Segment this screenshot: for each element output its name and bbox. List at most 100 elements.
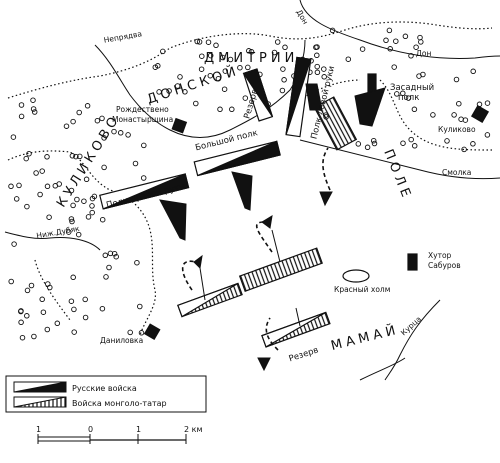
tree-symbol	[213, 42, 219, 49]
tree-symbol	[68, 216, 75, 222]
tree-symbol	[470, 141, 476, 147]
tree-symbol	[321, 66, 327, 72]
tree-symbol	[484, 132, 491, 138]
mongol-unit-left	[177, 282, 243, 318]
tree-symbol	[84, 103, 91, 109]
tree-symbol	[11, 241, 17, 247]
tree-symbol	[413, 44, 419, 50]
tree-symbol	[444, 138, 450, 144]
scale-tick-1: 1	[36, 425, 41, 434]
tree-symbol	[484, 100, 491, 106]
tree-symbol	[65, 229, 72, 235]
tree-symbol	[456, 100, 462, 107]
label-kurtsa: Курца	[399, 314, 423, 337]
tree-symbol	[39, 296, 45, 303]
tree-symbol	[246, 48, 252, 54]
tree-symbol	[18, 319, 24, 326]
tree-symbol	[160, 48, 166, 55]
tree-symbol	[138, 330, 145, 336]
tree-symbol	[45, 281, 51, 287]
tree-symbol	[18, 113, 25, 120]
tree-symbol	[111, 128, 117, 135]
danilovka-marker	[143, 323, 161, 341]
tree-symbol	[73, 153, 79, 160]
label-zasadny-2: полк	[398, 93, 419, 103]
tree-symbol	[420, 71, 426, 78]
tree-symbol	[24, 203, 30, 210]
legend-mongol-label: Войска монголо-татар	[72, 399, 167, 408]
tree-symbol	[198, 66, 205, 72]
tree-symbol	[125, 132, 131, 138]
label-don-upper: Дон	[295, 8, 311, 26]
tree-symbol	[44, 326, 51, 333]
russian-units	[99, 56, 490, 341]
unit-bolshoy-polk	[193, 140, 281, 177]
tree-symbol	[199, 53, 205, 59]
tree-symbol	[39, 168, 45, 174]
tree-symbol	[370, 137, 377, 144]
rozhdestveno-marker	[171, 117, 188, 134]
tree-symbol	[71, 329, 77, 335]
tree-symbol	[24, 287, 31, 294]
label-rozhdestveno: Рождествено	[116, 105, 169, 114]
tree-symbol	[77, 153, 83, 160]
tree-symbol	[81, 198, 87, 204]
tree-symbol	[177, 74, 183, 80]
tree-symbol	[68, 187, 75, 194]
tree-symbol	[313, 44, 319, 51]
label-monastyrshchina: Монастырщина	[112, 115, 173, 124]
tree-symbol	[393, 38, 399, 44]
tree-symbol	[371, 140, 378, 147]
tree-symbol	[24, 313, 30, 319]
tree-symbol	[70, 118, 76, 125]
tree-symbol	[18, 308, 24, 315]
tree-symbol	[152, 64, 159, 70]
tree-symbol	[71, 306, 77, 313]
arrow-left-flank	[305, 83, 323, 111]
label-rezerv-mongol: Резерв	[288, 345, 320, 364]
tree-symbol	[99, 216, 106, 223]
tree-symbol	[54, 320, 61, 327]
legend-russian-symbol	[13, 381, 67, 393]
tree-symbol	[364, 144, 371, 151]
tree-symbol	[70, 274, 76, 281]
tree-symbol	[458, 116, 464, 122]
tree-symbol	[23, 155, 29, 162]
tree-symbol	[280, 66, 286, 72]
label-zasadny-1: Засадный	[390, 83, 434, 93]
tree-symbol	[102, 252, 109, 259]
tree-symbol	[242, 95, 249, 101]
tree-symbol	[470, 68, 476, 75]
tree-symbol	[282, 44, 288, 51]
tree-symbol	[101, 135, 107, 141]
tree-symbol	[44, 183, 51, 190]
don-river	[299, 0, 500, 59]
tree-symbol	[13, 196, 20, 202]
tree-symbol	[222, 68, 229, 74]
tree-symbol	[52, 183, 59, 189]
mongol-units	[177, 96, 370, 348]
nepryadva-river	[94, 39, 306, 138]
tree-symbol	[75, 231, 82, 238]
tree-symbol	[18, 102, 25, 108]
tree-symbol	[194, 38, 200, 45]
tree-symbol	[196, 39, 203, 45]
tree-symbol	[89, 209, 95, 216]
tree-symbol	[91, 193, 98, 200]
tree-symbol	[274, 39, 281, 45]
krasny-kholm-hill	[342, 269, 370, 283]
tree-symbol	[400, 90, 406, 97]
tree-symbol	[405, 95, 412, 101]
label-pole: ПОЛЕ	[380, 147, 414, 203]
tree-symbol	[127, 329, 133, 336]
tree-symbol	[40, 309, 47, 315]
arrow-big-regiment	[231, 171, 253, 211]
tree-symbol	[207, 52, 214, 59]
tree-symbol	[117, 130, 124, 136]
tree-symbol	[82, 296, 88, 303]
tree-symbol	[453, 76, 460, 83]
tree-symbol	[394, 91, 400, 97]
tree-symbol	[245, 64, 251, 71]
unit-polk-pravoy-ruki	[99, 173, 190, 210]
